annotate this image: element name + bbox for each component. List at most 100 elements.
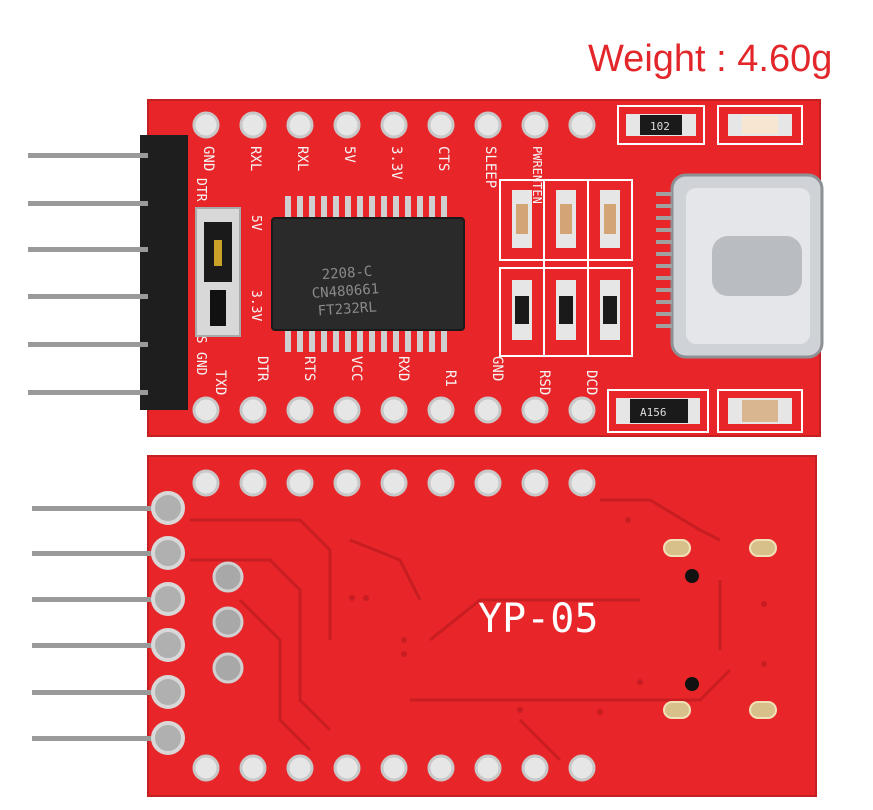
- silk-label-dtr: DTR: [193, 178, 208, 202]
- usb-c-connector: [656, 173, 824, 359]
- front-top-labels: GND RXL RXL 5V 3.3V CTS SLEEP PWRENTEN: [200, 146, 544, 204]
- silk-label-gnd: GND: [193, 352, 208, 376]
- pad: [286, 754, 314, 782]
- silk-label-cts: CTS: [435, 146, 451, 171]
- silk-label-txd: TXD: [212, 370, 228, 395]
- pin-header: [140, 135, 188, 410]
- pad: [239, 396, 267, 424]
- pad: [239, 111, 267, 139]
- pad: [474, 396, 502, 424]
- pad: [521, 396, 549, 424]
- pad: [521, 754, 549, 782]
- pin: [28, 201, 148, 206]
- pin: [32, 506, 162, 511]
- pad: [192, 396, 220, 424]
- smd-resistor: [640, 115, 682, 135]
- pcb-traces: [190, 498, 732, 762]
- pad: [427, 754, 455, 782]
- pad: [380, 754, 408, 782]
- pad: [333, 469, 361, 497]
- pad: [568, 469, 596, 497]
- weight-caption: Weight : 4.60g: [588, 38, 833, 80]
- pad: [380, 396, 408, 424]
- component-grid: [499, 179, 633, 357]
- pin: [32, 643, 162, 648]
- pad: [474, 111, 502, 139]
- back-header: [32, 491, 185, 755]
- diode-code: A156: [640, 406, 667, 419]
- back-top-pads: [192, 469, 596, 497]
- resistor-code: 102: [650, 120, 670, 133]
- jumper-label-3v3: 3.3V: [248, 290, 263, 321]
- pad: [333, 111, 361, 139]
- chip-marking-2: CN480661: [311, 281, 379, 302]
- back-bottom-pads: [192, 754, 596, 782]
- pin: [32, 736, 162, 741]
- pad: [333, 396, 361, 424]
- model-label: YP-05: [478, 596, 598, 642]
- pad: [333, 754, 361, 782]
- solder-joint: [151, 582, 185, 616]
- pad: [568, 396, 596, 424]
- chip-marking-1: 2208-C: [321, 264, 373, 283]
- pin: [32, 551, 162, 556]
- pad: [286, 396, 314, 424]
- pad: [286, 469, 314, 497]
- pin: [28, 390, 148, 395]
- back-board: YP-05: [32, 455, 817, 797]
- pad: [568, 754, 596, 782]
- pin: [28, 294, 148, 299]
- jumper-solder-joints: [212, 561, 244, 684]
- vias: [349, 517, 767, 715]
- pin: [32, 690, 162, 695]
- pad: [286, 111, 314, 139]
- smd-components: [512, 190, 620, 340]
- ft232rl-chip: 2208-C CN480661 FT232RL: [271, 196, 465, 352]
- pad: [427, 111, 455, 139]
- silk-label-rsd: RSD: [536, 370, 552, 395]
- front-top-pads: [192, 111, 596, 139]
- silk-label-5v: 5V: [341, 146, 357, 163]
- silk-label-rts: RTS: [301, 356, 317, 381]
- back-pcb: [148, 456, 816, 796]
- front-header: [28, 135, 188, 410]
- solder-joint: [151, 491, 185, 525]
- pin: [28, 342, 148, 347]
- silk-label-gnd: GND: [489, 356, 505, 381]
- solder-joint: [151, 675, 185, 709]
- pad: [474, 469, 502, 497]
- solder-joint: [151, 628, 185, 662]
- pad: [427, 396, 455, 424]
- front-bottom-labels: TXD DTR RTS VCC RXD R1 GND RSD DCD: [212, 356, 599, 395]
- pad: [192, 754, 220, 782]
- top-right-components: 102: [617, 105, 803, 145]
- usb-mount-pads: [663, 539, 777, 719]
- smd-diode: [630, 399, 688, 423]
- pad: [568, 111, 596, 139]
- pin: [28, 153, 148, 158]
- jumper-label-5v: 5V: [248, 215, 263, 231]
- pin: [32, 597, 162, 602]
- pin: [28, 247, 148, 252]
- pad: [521, 469, 549, 497]
- silk-label-3v3: 3.3V: [388, 146, 404, 180]
- pad: [380, 469, 408, 497]
- silk-label-rxd: RXD: [395, 356, 411, 381]
- silk-label-rxl: RXL: [294, 146, 310, 171]
- pad: [192, 469, 220, 497]
- voltage-jumper: 5V 3.3V: [195, 207, 263, 337]
- pad: [239, 469, 267, 497]
- silk-label-dtr: DTR: [254, 356, 270, 382]
- pad: [192, 111, 220, 139]
- front-bottom-pads: [192, 396, 596, 424]
- silk-label-dcd: DCD: [583, 370, 599, 395]
- silk-label-sleep: SLEEP: [482, 146, 498, 188]
- silk-label-r1: R1: [442, 370, 458, 387]
- chip-marking-3: FT232RL: [317, 299, 377, 319]
- pad: [380, 111, 408, 139]
- silk-label-pwrenten: PWRENTEN: [530, 146, 544, 204]
- bottom-right-components: A156: [607, 389, 803, 433]
- silk-label-gnd: GND: [200, 146, 216, 171]
- solder-joint: [151, 536, 185, 570]
